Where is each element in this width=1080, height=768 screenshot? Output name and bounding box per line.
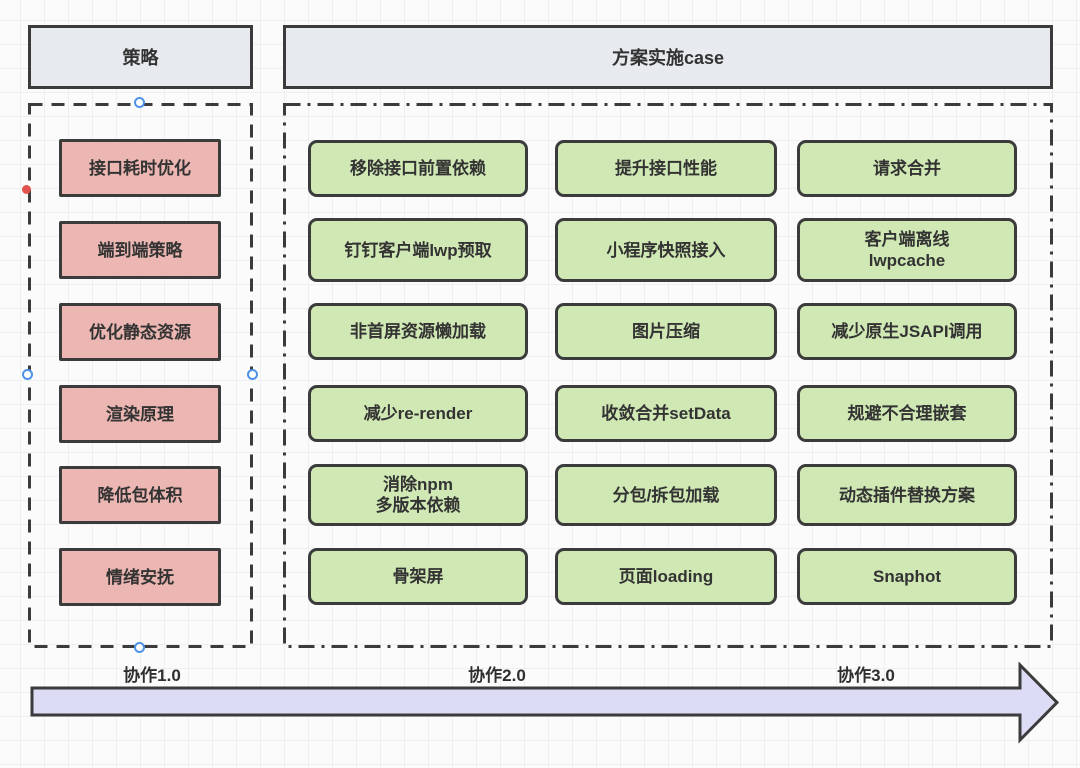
case-node[interactable]: 客户端离线 lwpcache: [797, 218, 1017, 282]
strategy-header-box[interactable]: 策略: [28, 25, 253, 89]
case-node-label: 非首屏资源懒加载: [350, 322, 486, 341]
case-node-label: 钉钉客户端lwp预取: [344, 240, 492, 260]
case-node-label: 减少re-render: [363, 404, 473, 423]
case-node-label: 减少原生JSAPI调用: [831, 322, 983, 341]
strategy-node[interactable]: 优化静态资源: [59, 303, 221, 361]
timeline-label-3: 协作3.0: [837, 666, 895, 685]
strategy-header-label: 策略: [122, 48, 159, 68]
timeline-label-1: 协作1.0: [123, 666, 181, 685]
case-node-label: 骨架屏: [392, 567, 444, 586]
case-node-label: 请求合并: [873, 159, 941, 178]
case-node-label: Snaphot: [873, 567, 941, 586]
case-node[interactable]: 请求合并: [797, 140, 1017, 197]
strategy-node-label: 端到端策略: [97, 240, 183, 260]
case-node-label: 图片压缩: [632, 322, 700, 341]
case-node-label: 移除接口前置依赖: [350, 159, 486, 178]
strategy-node-label: 情绪安抚: [106, 567, 174, 587]
case-node[interactable]: 小程序快照接入: [555, 218, 777, 282]
timeline-arrow[interactable]: [30, 662, 1060, 744]
case-node[interactable]: 骨架屏: [308, 548, 528, 605]
strategy-node-label: 渲染原理: [106, 404, 174, 424]
case-node[interactable]: 减少原生JSAPI调用: [797, 303, 1017, 360]
case-node-label: 页面loading: [618, 567, 714, 586]
strategy-node-label: 接口耗时优化: [89, 158, 191, 178]
case-node-label: 规避不合理嵌套: [847, 404, 967, 423]
case-node[interactable]: 消除npm 多版本依赖: [308, 464, 528, 526]
case-node[interactable]: 钉钉客户端lwp预取: [308, 218, 528, 282]
strategy-node-label: 降低包体积: [97, 485, 183, 505]
strategy-node-label: 优化静态资源: [89, 322, 191, 342]
case-node[interactable]: 移除接口前置依赖: [308, 140, 528, 197]
case-node[interactable]: Snaphot: [797, 548, 1017, 605]
strategy-node[interactable]: 端到端策略: [59, 221, 221, 279]
selection-handle-left[interactable]: [22, 369, 33, 380]
strategy-node[interactable]: 降低包体积: [59, 466, 221, 524]
case-node-label: 消除npm 多版本依赖: [375, 475, 461, 515]
connection-point-red-dot[interactable]: [22, 185, 31, 194]
case-node[interactable]: 非首屏资源懒加载: [308, 303, 528, 360]
selection-handle-top[interactable]: [134, 97, 145, 108]
case-node[interactable]: 收敛合并setData: [555, 385, 777, 442]
case-node-label: 分包/拆包加载: [612, 485, 720, 505]
case-node-label: 客户端离线 lwpcache: [864, 230, 950, 270]
timeline-label-2: 协作2.0: [468, 666, 526, 685]
case-node[interactable]: 提升接口性能: [555, 140, 777, 197]
selection-handle-bottom[interactable]: [134, 642, 145, 653]
case-node[interactable]: 页面loading: [555, 548, 777, 605]
selection-handle-right[interactable]: [247, 369, 258, 380]
implementation-group-outline[interactable]: [283, 103, 1053, 648]
case-node[interactable]: 分包/拆包加载: [555, 464, 777, 526]
strategy-node[interactable]: 渲染原理: [59, 385, 221, 443]
case-node-label: 小程序快照接入: [606, 240, 726, 260]
case-node[interactable]: 图片压缩: [555, 303, 777, 360]
implementation-header-label: 方案实施case: [611, 48, 725, 68]
strategy-node[interactable]: 情绪安抚: [59, 548, 221, 606]
case-node[interactable]: 规避不合理嵌套: [797, 385, 1017, 442]
timeline-arrow-svg: [30, 662, 1060, 744]
case-node[interactable]: 减少re-render: [308, 385, 528, 442]
case-node-label: 动态插件替换方案: [839, 485, 975, 505]
case-node[interactable]: 动态插件替换方案: [797, 464, 1017, 526]
strategy-node[interactable]: 接口耗时优化: [59, 139, 221, 197]
case-node-label: 提升接口性能: [615, 159, 717, 178]
implementation-header-box[interactable]: 方案实施case: [283, 25, 1053, 89]
case-node-label: 收敛合并setData: [601, 404, 731, 423]
